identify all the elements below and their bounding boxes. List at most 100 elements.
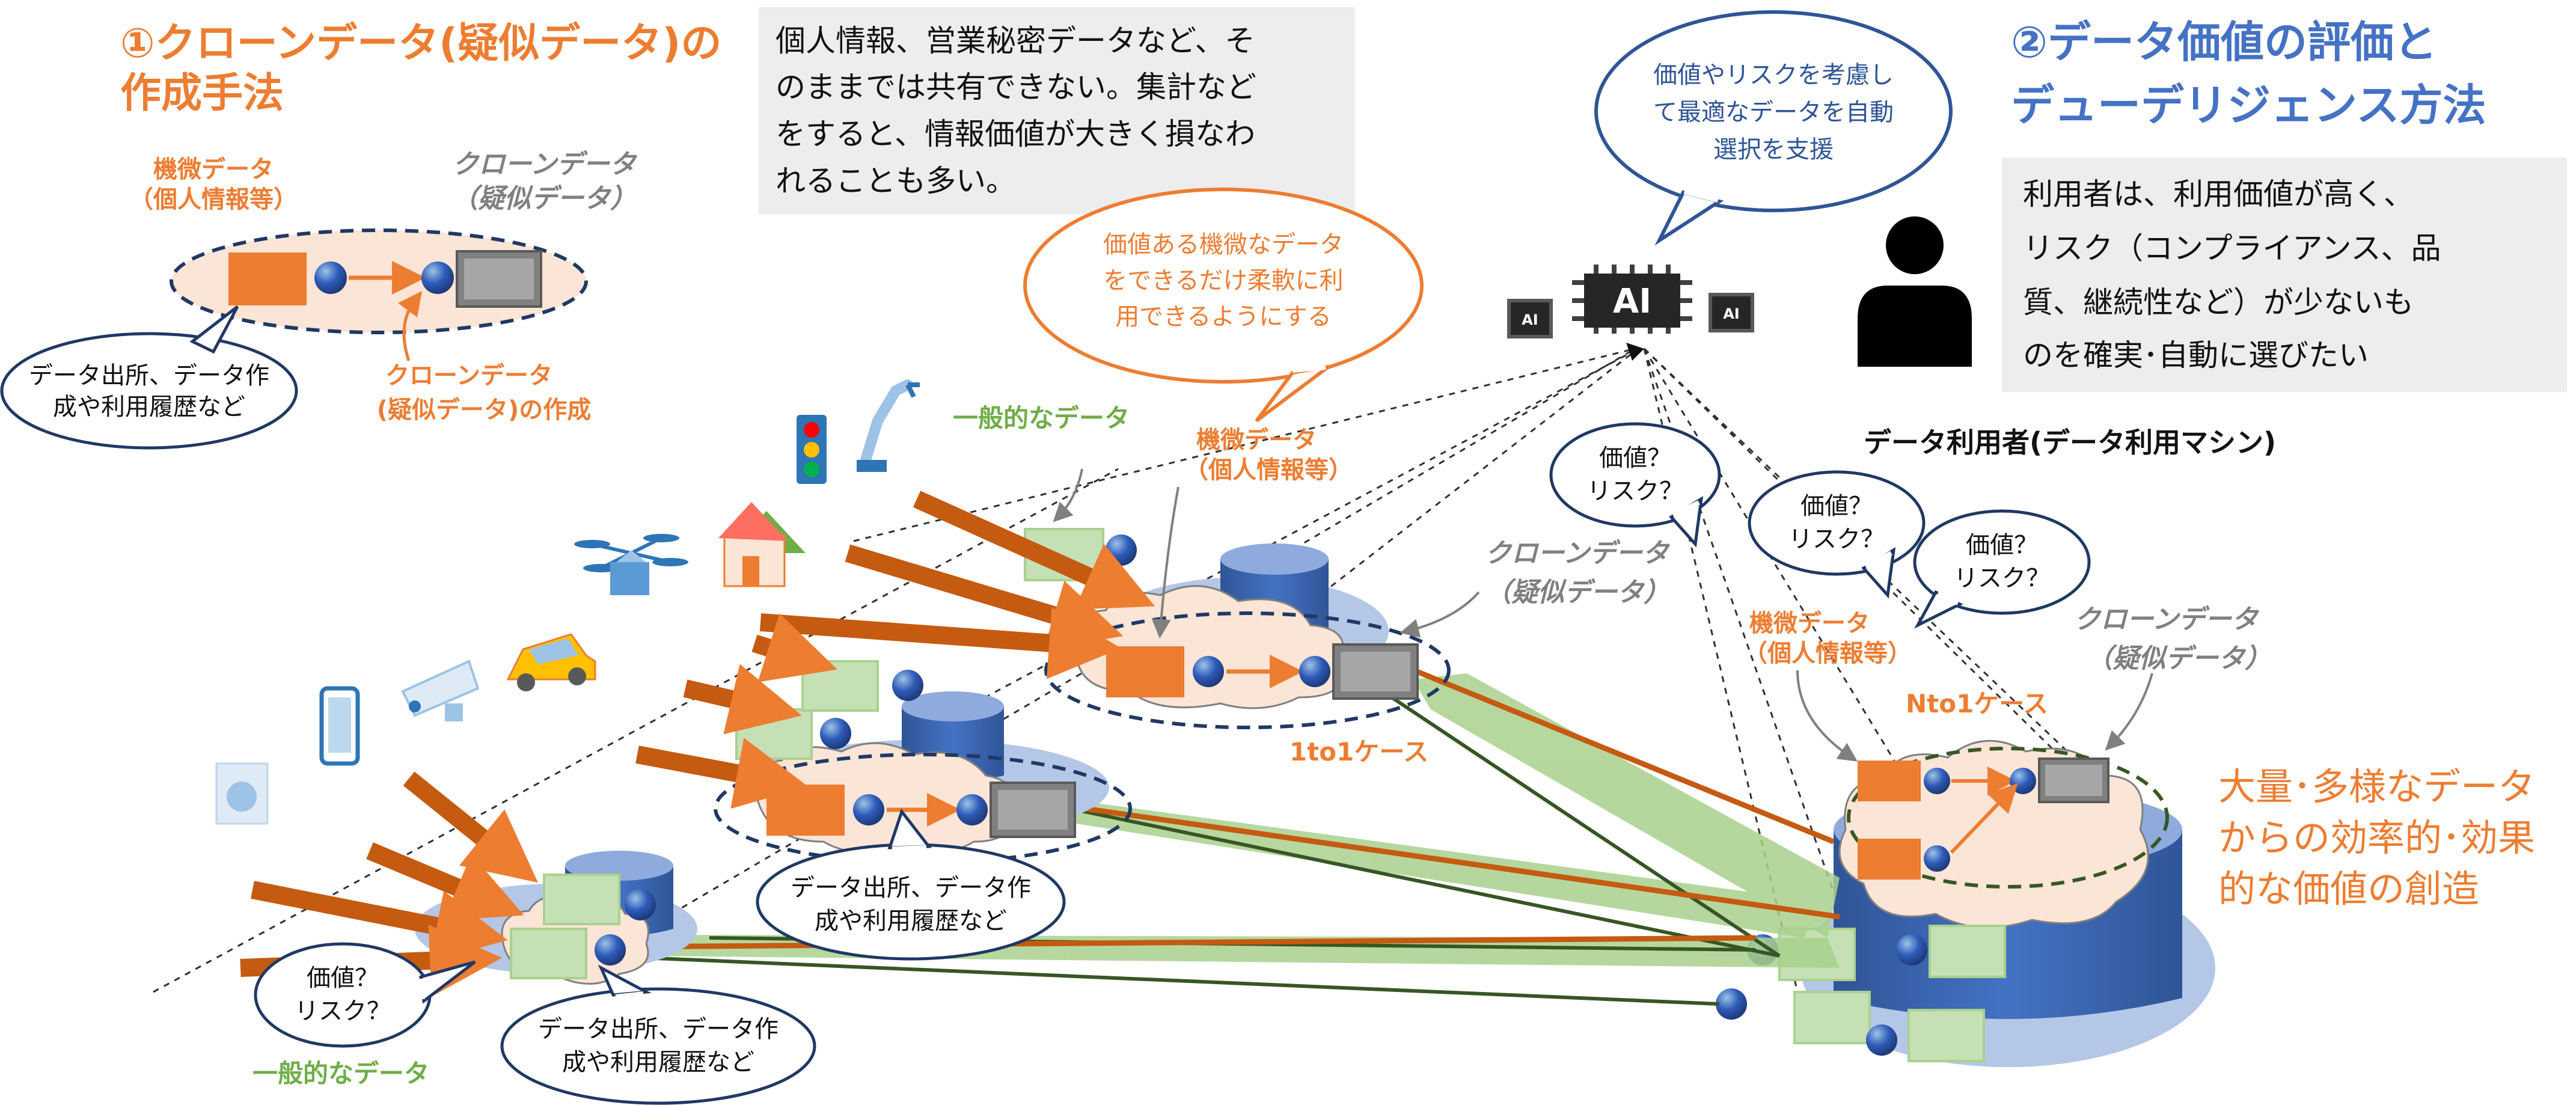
data-ball <box>421 262 454 294</box>
traffic-light-icon <box>797 415 827 484</box>
data-ball <box>1716 988 1747 1020</box>
orange-bubble-line3: 用できるようにする <box>1115 303 1332 331</box>
orange-speech-bubble: 価値ある機微なデータ をできるだけ柔軟に利 用できるようにする <box>1023 188 1424 423</box>
data-ball <box>1299 656 1330 687</box>
sensitive-right-line1: 機微データ <box>1749 610 1870 637</box>
q-value-1: 価値？ <box>307 964 379 992</box>
sensitive-data-box <box>228 253 307 305</box>
data-ball <box>1924 845 1950 872</box>
provenance-bubble-bottom: データ出所、データ作 成や利用履歴など <box>500 964 816 1105</box>
gray-note-line3: をすると、情報価値が大きく損なわ <box>776 117 1255 152</box>
ai-speech-bubble: 価値やリスクを考慮し て最適なデータを自動 選択を支援 <box>1594 10 1953 246</box>
provenance-bubble-middle: データ出所、データ作 成や利用履歴など <box>756 808 1066 961</box>
data-ball <box>1924 768 1950 794</box>
prov-bot-line2: 成や利用履歴など <box>562 1048 754 1076</box>
sensitive-label-line2: （個人情報等） <box>129 186 298 213</box>
sensitive-right-line2: （個人情報等） <box>1743 640 1912 667</box>
gray-note-line1: 個人情報、営業秘密データなど、そ <box>776 23 1255 58</box>
clone-mid-line2: （疑似データ） <box>1485 577 1670 608</box>
general-data-label-bottom: 一般的なデータ <box>252 1059 429 1088</box>
left-title: ①クローンデータ(疑似データ)の 作成手法 <box>120 20 721 117</box>
right-title-line2: デューデリジェンス方法 <box>2011 80 2486 130</box>
q-value-3: 価値？ <box>1800 492 1873 520</box>
platform-middle <box>714 660 1132 865</box>
ai-chip-label: AI <box>1613 282 1651 321</box>
user-box: 利用者は、利用価値が高く、 リスク（コンプライアンス、品 質、継続性など）が少な… <box>2002 158 2567 392</box>
clone-example: 機微データ （個人情報等） クローンデータ （疑似データ） データ出所、データ作… <box>0 149 638 450</box>
general-data-box <box>543 874 620 925</box>
ai-chip-small-right-label: AI <box>1723 305 1740 322</box>
ai-bubble-line2: て最適なデータを自動 <box>1653 99 1894 126</box>
creation-line3: 的な価値の創造 <box>2218 867 2479 911</box>
data-ball <box>625 889 656 920</box>
data-ball <box>820 718 851 749</box>
general-data-box <box>1929 925 2006 978</box>
provenance-bubble <box>0 332 298 450</box>
ai-chip-small-left-label: AI <box>1522 311 1538 328</box>
data-ball <box>1193 656 1224 687</box>
prov-bot-line1: データ出所、データ作 <box>538 1015 779 1043</box>
sensitive-data-box <box>1106 646 1184 697</box>
data-ball <box>2010 768 2036 794</box>
sensitive-data-box <box>1858 761 1921 801</box>
washing-machine-icon <box>215 762 269 825</box>
user-box-line3: 質、継続性など）が少ないも <box>2023 285 2414 320</box>
creation-line2: からの効率的･効果 <box>2218 816 2535 860</box>
platform-1to1 <box>1024 528 1451 729</box>
sensitive-mid-line1: 機微データ <box>1196 426 1317 454</box>
right-title: ②データ価値の評価と デューデリジェンス方法 <box>2011 17 2486 130</box>
data-ball <box>1866 1024 1897 1056</box>
q-risk-3: リスク？ <box>1788 525 1885 553</box>
q-risk-2: リスク？ <box>1587 477 1683 505</box>
clone-label-line2: （疑似データ） <box>451 183 637 214</box>
general-data-box <box>510 928 587 979</box>
general-data-box <box>735 708 813 760</box>
data-ball <box>595 934 626 966</box>
value-creation-text: 大量･多様なデータ からの効率的･効果 的な価値の創造 <box>2218 765 2535 911</box>
create-label-line1: クローンデータ <box>385 362 552 390</box>
orange-bubble-line2: をできるだけ柔軟に利 <box>1103 267 1343 295</box>
left-title-line1: ①クローンデータ(疑似データ)の <box>120 20 721 67</box>
general-data-box <box>801 660 879 712</box>
smartphone-icon <box>319 686 360 766</box>
ai-bubble-line1: 価値やリスクを考慮し <box>1653 61 1894 89</box>
provenance-line2: 成や利用履歴など <box>53 393 245 421</box>
sensitive-label-line1: 機微データ <box>153 156 274 183</box>
clone-right-line2: （疑似データ） <box>2086 643 2271 674</box>
sensitive-data-box <box>766 785 845 836</box>
user-box-line4: のを確実･自動に選びたい <box>2023 338 2369 373</box>
security-camera-icon <box>401 660 480 721</box>
clone-label-line1: クローンデータ <box>452 149 638 180</box>
user-label: データ利用者(データ利用マシン) <box>1864 426 2276 459</box>
ai-chip-small-left-icon: AI <box>1507 299 1553 338</box>
user-box-line1: 利用者は、利用価値が高く、 <box>2023 177 2414 212</box>
car-icon <box>506 633 596 691</box>
right-title-line1: ②データ価値の評価と <box>2011 17 2437 67</box>
data-ball <box>956 794 988 825</box>
sensitive-data-box <box>1858 839 1921 880</box>
convergence-arrowhead <box>1626 343 1644 361</box>
house-icon <box>718 502 806 587</box>
incoming-data-arrows <box>240 491 1155 997</box>
clone-right-line1: クローンデータ <box>2074 604 2260 635</box>
gray-note: 個人情報、営業秘密データなど、そ のままでは共有できない。集計など をすると、情… <box>759 7 1355 215</box>
drone-icon <box>574 534 688 595</box>
prov-mid-line2: 成や利用履歴など <box>815 907 1007 935</box>
ai-chip-icon: AI <box>1572 265 1692 334</box>
general-data-label-top: 一般的なデータ <box>953 403 1130 433</box>
orange-bubble-line1: 価値ある機微なデータ <box>1103 231 1344 259</box>
data-ball <box>892 670 923 701</box>
gray-note-line4: れることも多い。 <box>776 164 1016 198</box>
value-risk-bubble-right2: 価値？ リスク？ <box>1913 509 2091 629</box>
prov-mid-line1: データ出所、データ作 <box>791 874 1031 902</box>
create-label-line2: (疑似データ)の作成 <box>377 396 592 424</box>
provenance-line1: データ出所、データ作 <box>29 362 269 390</box>
platform-bottom-left <box>415 851 697 985</box>
clone-mid-line1: クローンデータ <box>1485 538 1671 569</box>
gray-note-line2: のままでは共有できない。集計など <box>776 70 1256 105</box>
ai-bubble-line3: 選択を支援 <box>1713 136 1834 164</box>
data-ball <box>1106 534 1137 566</box>
data-ball <box>1896 934 1927 966</box>
sensitive-mid-line2: （個人情報等） <box>1184 456 1353 484</box>
